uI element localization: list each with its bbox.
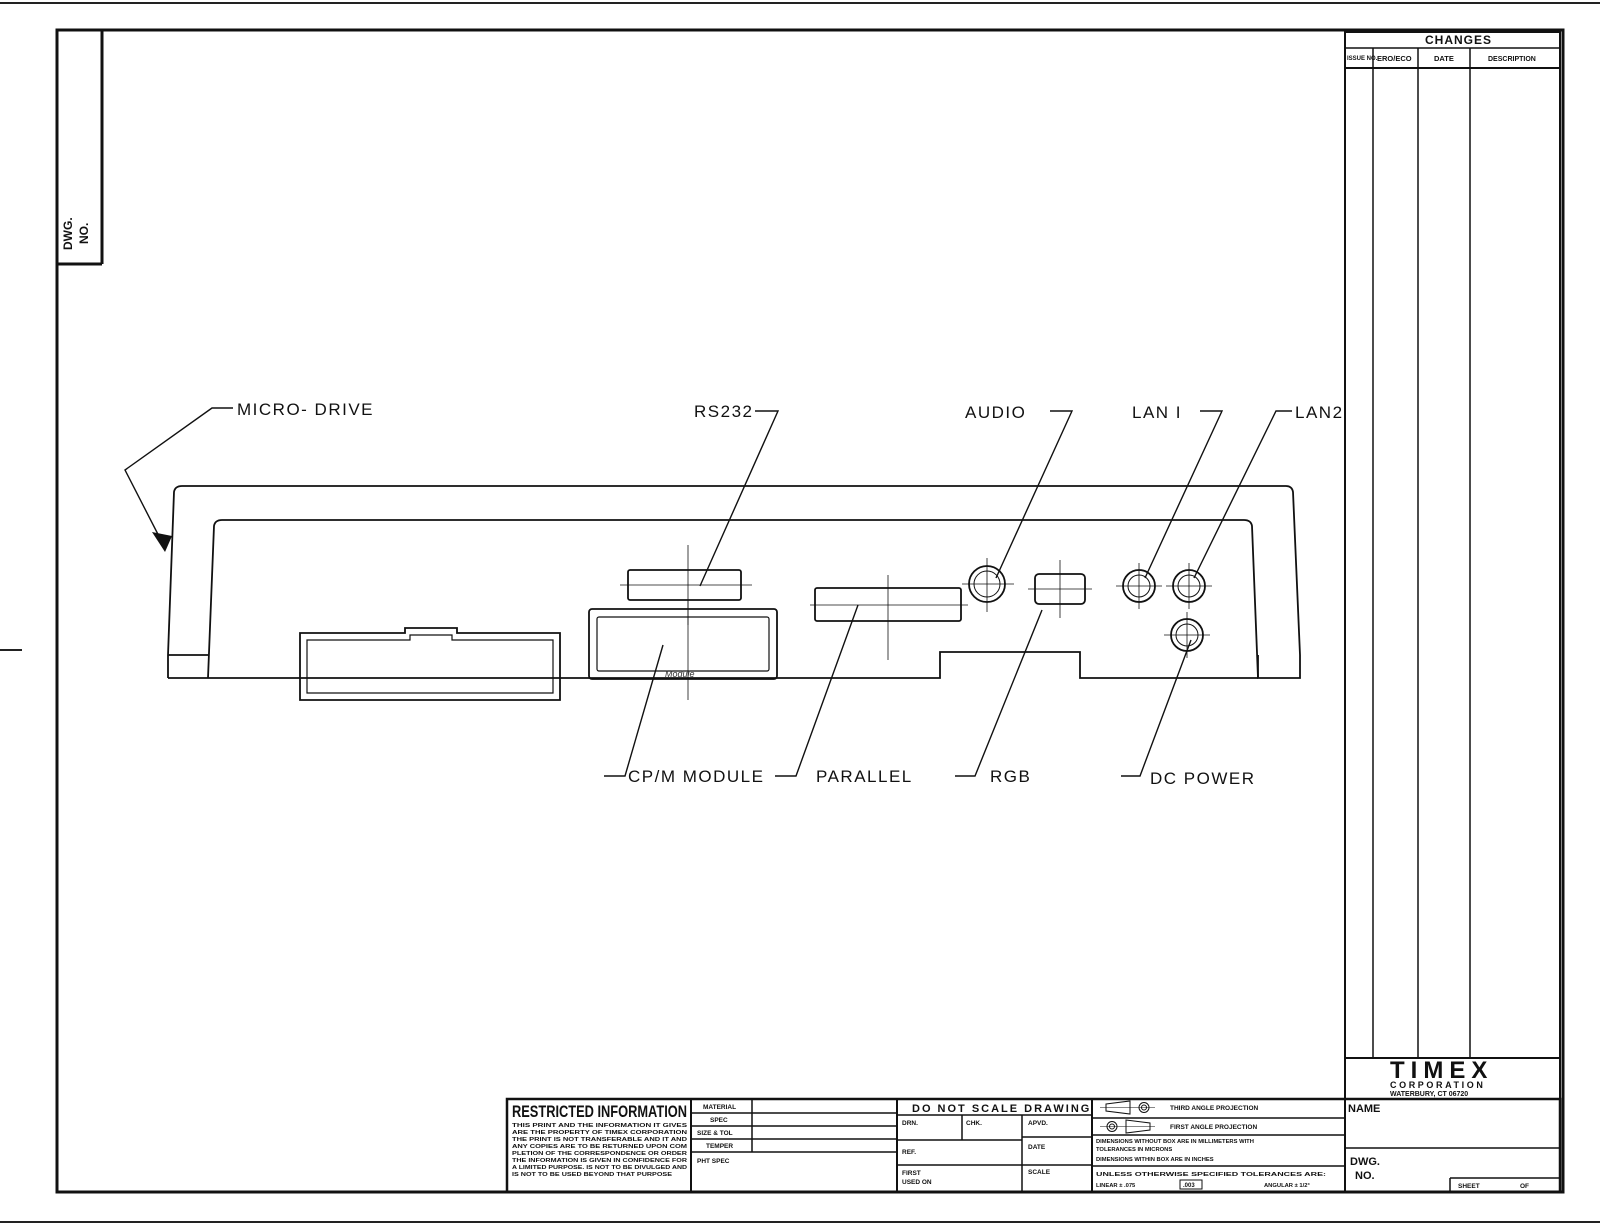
dimension-note: DIMENSIONS WITHOUT BOX ARE IN MILLIMETER… (1096, 1139, 1254, 1145)
pht-spec-label: PHT SPEC (697, 1158, 730, 1165)
dimension-note: DIMENSIONS WITHIN BOX ARE IN INCHES (1096, 1157, 1214, 1163)
label-cpm-module: CP/M MODULE (628, 767, 764, 786)
changes-col-date: DATE (1434, 54, 1454, 63)
company-sub: CORPORATION (1390, 1080, 1485, 1090)
date-label: DATE (1028, 1144, 1046, 1151)
micro-drive-slot (299, 627, 561, 701)
label-lan1: LAN I (1132, 403, 1182, 422)
restricted-text: THIS PRINT AND THE INFORMATION IT GIVES … (512, 1123, 687, 1178)
first-angle-symbol (1100, 1119, 1155, 1134)
linear-tolerance: LINEAR ± .075 (1096, 1183, 1136, 1189)
no-label: NO. (1355, 1170, 1375, 1182)
label-dc-power: DC POWER (1150, 769, 1256, 788)
restricted-heading: RESTRICTED INFORMATION (512, 1102, 687, 1121)
changes-column (1344, 31, 1561, 1190)
lan2-jack (1166, 563, 1212, 609)
material-label: MATERIAL (703, 1104, 736, 1111)
scale-label: SCALE (1028, 1169, 1051, 1176)
apvd-label: APVD. (1028, 1120, 1048, 1127)
restricted-line: THE INFORMATION IS GIVEN IN CONFIDENCE F… (512, 1158, 687, 1164)
label-rgb: RGB (990, 767, 1031, 786)
label-lan2: LAN2 (1295, 403, 1344, 422)
chk-label: CHK. (966, 1120, 982, 1127)
dwg-tab-label-2: NO. (77, 223, 91, 244)
company-logo: TIMEX (1390, 1057, 1493, 1084)
changes-title: CHANGES (1425, 33, 1492, 47)
dwg-tab-label-1: DWG. (61, 217, 75, 250)
micro-drive-arrowhead (152, 532, 172, 552)
cpm-module-slot (588, 600, 778, 700)
label-micro-drive: MICRO- DRIVE (237, 400, 374, 419)
third-angle-label: THIRD ANGLE PROJECTION (1170, 1105, 1259, 1112)
lan1-jack (1116, 563, 1162, 609)
device-outline (167, 485, 1301, 679)
rs232-port (620, 545, 752, 625)
restricted-line: A LIMITED PURPOSE. IS NOT TO BE DIVULGED… (512, 1165, 687, 1171)
changes-col-ero: ERO/ECO (1377, 54, 1412, 63)
label-rs232: RS232 (694, 402, 753, 421)
sheet-label: SHEET (1458, 1183, 1480, 1190)
name-label: NAME (1348, 1103, 1380, 1115)
changes-col-issue: ISSUE NO. (1347, 56, 1378, 62)
restricted-line: ANY COPIES ARE TO BE RETURNED UPON COM (512, 1144, 687, 1150)
label-parallel: PARALLEL (816, 767, 913, 786)
linear-tolerance-box-value: .003 (1183, 1183, 1195, 1189)
rgb-port (1028, 560, 1092, 618)
module-marking: Module (665, 669, 695, 679)
restricted-line: THE PRINT IS NOT TRANSFERABLE AND IT AND (512, 1137, 687, 1143)
restricted-line: PLETION OF THE CORRESPONDENCE OR ORDER (512, 1151, 687, 1157)
first-angle-label: FIRST ANGLE PROJECTION (1170, 1124, 1257, 1131)
used-on-label: USED ON (902, 1179, 932, 1186)
audio-jack (962, 558, 1014, 612)
scale-notice: DO NOT SCALE DRAWING (912, 1103, 1091, 1115)
ref-label: REF. (902, 1149, 916, 1156)
drn-label: DRN. (902, 1120, 918, 1127)
first-label: FIRST (902, 1170, 921, 1177)
dimension-note: TOLERANCES IN MICRONS (1096, 1147, 1172, 1153)
tolerance-note: UNLESS OTHERWISE SPECIFIED TOLERANCES AR… (1096, 1172, 1326, 1178)
restricted-line: IS NOT TO BE USED BEYOND THAT PURPOSE (512, 1172, 672, 1178)
label-audio: AUDIO (965, 403, 1026, 422)
title-block-lines (505, 1057, 1562, 1194)
restricted-line: ARE THE PROPERTY OF TIMEX CORPORATION (512, 1130, 687, 1136)
changes-col-description: DESCRIPTION (1488, 56, 1536, 63)
angular-tolerance: ANGULAR ± 1/2° (1264, 1183, 1310, 1189)
restricted-line: THIS PRINT AND THE INFORMATION IT GIVES (512, 1123, 687, 1129)
linear-tolerance-box (1179, 1179, 1203, 1190)
drawing-border (55, 28, 1565, 1194)
temper-label: TEMPER (706, 1143, 733, 1150)
size-tol-label: SIZE & TOL (697, 1130, 733, 1137)
spec-label: SPEC (710, 1117, 728, 1124)
parallel-port (810, 575, 968, 660)
leader-lines (124, 407, 1292, 777)
third-angle-symbol (1100, 1100, 1155, 1115)
dwg-label: DWG. (1350, 1156, 1380, 1168)
company-address: WATERBURY, CT 06720 (1390, 1091, 1468, 1098)
dwg-no-tab: DWG. NO. (57, 30, 104, 266)
of-label: OF (1520, 1183, 1529, 1190)
